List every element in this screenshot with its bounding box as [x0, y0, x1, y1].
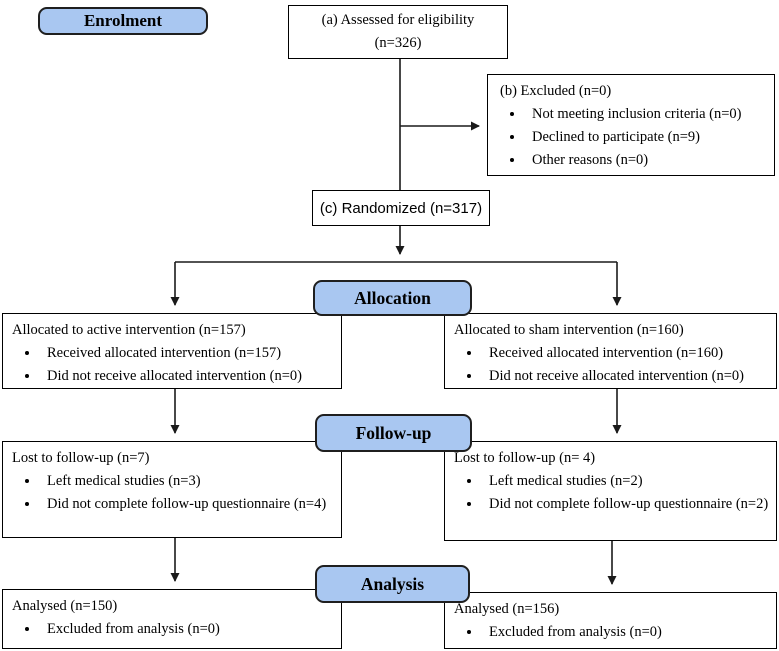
lost-active-bullet-list: Left medical studies (n=3) Did not compl…	[3, 470, 341, 516]
excluded-bullet: Declined to participate (n=9)	[525, 126, 768, 149]
lost-to-followup-active-box: Lost to follow-up (n=7) Left medical stu…	[2, 441, 342, 538]
allocated-active-bullet: Received allocated intervention (n=157)	[40, 342, 335, 365]
assessed-for-eligibility-box: (a) Assessed for eligibility (n=326)	[288, 5, 508, 59]
excluded-bullet: Other reasons (n=0)	[525, 149, 768, 172]
followup-stage-text: Follow-up	[355, 422, 432, 443]
allocated-sham-bullet: Did not receive allocated intervention (…	[482, 365, 770, 388]
lost-sham-title: Lost to follow-up (n= 4)	[454, 450, 596, 466]
allocated-active-bullet-list: Received allocated intervention (n=157) …	[3, 342, 341, 388]
analysed-sham-box: Analysed (n=156) Excluded from analysis …	[444, 592, 777, 649]
allocated-active-title: Allocated to active intervention (n=157)	[12, 322, 246, 338]
excluded-bullet: Not meeting inclusion criteria (n=0)	[525, 103, 768, 126]
analysed-active-box: Analysed (n=150) Excluded from analysis …	[2, 589, 342, 649]
analysed-active-bullet-list: Excluded from analysis (n=0)	[3, 618, 341, 641]
followup-stage-label: Follow-up	[315, 414, 472, 452]
lost-sham-bullet-list: Left medical studies (n=2) Did not compl…	[445, 470, 776, 516]
excluded-title: (b) Excluded (n=0)	[500, 83, 612, 99]
allocated-sham-bullet-list: Received allocated intervention (n=160) …	[445, 342, 776, 388]
analysed-sham-bullet: Excluded from analysis (n=0)	[482, 621, 770, 644]
randomized-label: (c) Randomized (n=317)	[319, 199, 483, 217]
lost-to-followup-sham-box: Lost to follow-up (n= 4) Left medical st…	[444, 441, 777, 541]
enrolment-stage-label: Enrolment	[38, 7, 208, 35]
analysed-active-bullet: Excluded from analysis (n=0)	[40, 618, 335, 641]
analysis-stage-text: Analysis	[360, 573, 425, 594]
analysis-stage-label: Analysis	[315, 565, 470, 603]
analysed-sham-bullet-list: Excluded from analysis (n=0)	[445, 621, 776, 644]
allocation-stage-text: Allocation	[354, 287, 431, 308]
lost-active-bullet: Did not complete follow-up questionnaire…	[40, 493, 335, 516]
allocated-sham-bullet: Received allocated intervention (n=160)	[482, 342, 770, 365]
analysed-active-title: Analysed (n=150)	[12, 598, 118, 614]
allocated-sham-title: Allocated to sham intervention (n=160)	[454, 322, 684, 338]
analysed-sham-title: Analysed (n=156)	[454, 601, 560, 617]
allocated-sham-intervention-box: Allocated to sham intervention (n=160) R…	[444, 313, 777, 389]
excluded-box: (b) Excluded (n=0) Not meeting inclusion…	[487, 74, 775, 176]
enrolment-stage-text: Enrolment	[83, 11, 163, 30]
allocated-active-intervention-box: Allocated to active intervention (n=157)…	[2, 313, 342, 389]
allocated-active-bullet: Did not receive allocated intervention (…	[40, 365, 335, 388]
lost-active-title: Lost to follow-up (n=7)	[12, 450, 150, 466]
assessed-line2: (n=326)	[374, 35, 422, 51]
assessed-line1: (a) Assessed for eligibility	[321, 12, 475, 28]
randomized-box: (c) Randomized (n=317)	[312, 190, 490, 226]
lost-sham-bullet: Did not complete follow-up questionnaire…	[482, 493, 770, 516]
lost-sham-bullet: Left medical studies (n=2)	[482, 470, 770, 493]
lost-active-bullet: Left medical studies (n=3)	[40, 470, 335, 493]
allocation-stage-label: Allocation	[313, 280, 472, 316]
excluded-bullet-list: Not meeting inclusion criteria (n=0) Dec…	[488, 103, 774, 172]
